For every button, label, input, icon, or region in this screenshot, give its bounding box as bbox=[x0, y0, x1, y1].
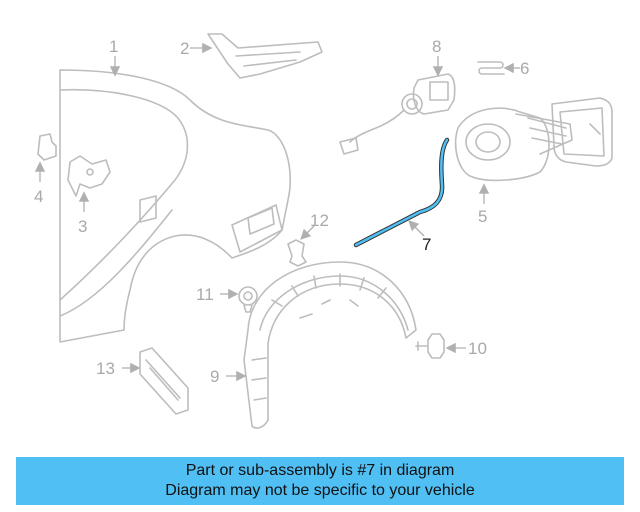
callout-10: 10 bbox=[468, 339, 487, 358]
bolt-part[interactable] bbox=[415, 333, 445, 359]
parts-diagram: 1 2 3 4 5 6 7 8 9 10 11 12 13 bbox=[34, 33, 613, 429]
fuel-door-part[interactable] bbox=[454, 97, 613, 182]
callout-9: 9 bbox=[210, 367, 219, 386]
leader-arrows bbox=[34, 42, 520, 382]
callout-8: 8 bbox=[432, 37, 441, 56]
quarter-panel-part[interactable] bbox=[59, 69, 292, 343]
callout-5: 5 bbox=[478, 207, 487, 226]
retainer-clip-part[interactable] bbox=[287, 239, 307, 267]
callout-4: 4 bbox=[34, 187, 43, 206]
cover-part[interactable] bbox=[139, 347, 189, 415]
wheel-liner-part[interactable] bbox=[243, 261, 417, 429]
clip-part[interactable] bbox=[37, 133, 57, 161]
spring-clip-part[interactable] bbox=[477, 61, 505, 75]
info-banner: Part or sub-assembly is #7 in diagram Di… bbox=[16, 457, 624, 505]
callout-11: 11 bbox=[196, 285, 214, 304]
callout-6: 6 bbox=[520, 59, 529, 78]
callout-2: 2 bbox=[180, 39, 189, 58]
plate-part[interactable] bbox=[67, 155, 111, 197]
push-clip-part[interactable] bbox=[238, 286, 258, 313]
callout-13: 13 bbox=[96, 359, 115, 378]
callout-7: 7 bbox=[422, 235, 431, 254]
bracket-part[interactable] bbox=[207, 33, 323, 79]
banner-line-2: Diagram may not be specific to your vehi… bbox=[165, 482, 475, 499]
callout-3: 3 bbox=[78, 217, 87, 236]
callout-1: 1 bbox=[109, 37, 118, 56]
banner-line-1: Part or sub-assembly is #7 in diagram bbox=[185, 462, 455, 479]
fuel-door-rod-part[interactable] bbox=[353, 137, 450, 248]
actuator-part[interactable] bbox=[339, 73, 456, 155]
callout-12: 12 bbox=[310, 211, 329, 230]
